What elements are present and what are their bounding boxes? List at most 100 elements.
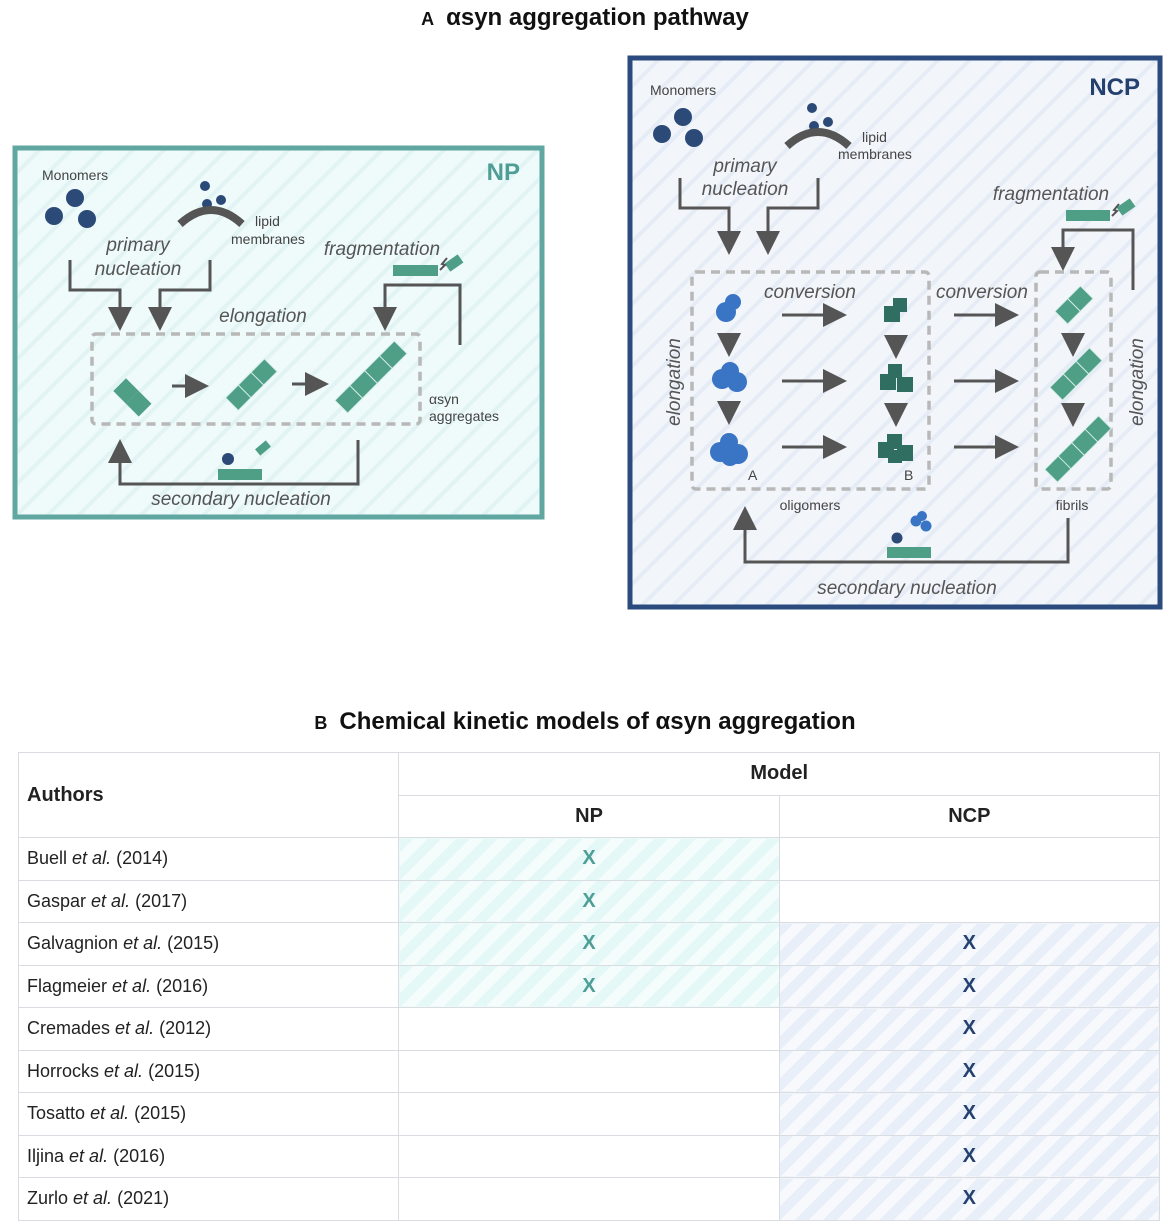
ncp-mark-cell: X	[778, 1177, 1161, 1221]
table-row: Buell et al. (2014)X	[17, 837, 1161, 881]
author-year: (2015)	[167, 933, 220, 954]
author-etal: et al.	[73, 1188, 113, 1209]
author-etal: et al.	[90, 1103, 130, 1124]
ncp-monomers-label: Monomers	[650, 82, 716, 98]
np-fragmentation-icon	[393, 254, 464, 276]
ncp-nucleation-label: nucleation	[702, 179, 789, 200]
ncp-label: NCP	[1089, 74, 1140, 101]
np-lipid-membrane-icon	[177, 181, 245, 228]
np-secondary-arrow	[108, 439, 360, 486]
ncp-fibril-3	[1044, 415, 1112, 483]
ncp-mark-cell	[778, 879, 1161, 923]
oligomer-b-2	[880, 364, 913, 392]
np-label: NP	[487, 159, 520, 186]
author-name: Galvagnion	[27, 933, 119, 954]
ncp-lipid-label: lipid	[862, 129, 887, 145]
np-monomers-icon	[45, 189, 96, 228]
np-fibril-2	[224, 358, 278, 412]
author-etal: et al.	[115, 1018, 155, 1039]
pathway-diagram: NP Monomers lipid membranes primary nucl…	[12, 55, 1163, 610]
author-cell: Tosatto et al. (2015)	[17, 1092, 400, 1136]
ncp-secondary-arrow	[733, 506, 1070, 564]
ncp-fragmentation-icon	[1066, 198, 1136, 221]
author-year: (2014)	[116, 848, 169, 869]
oligomer-b-1	[884, 298, 907, 322]
ncp-mark-cell	[778, 837, 1161, 881]
author-cell: Zurlo et al. (2021)	[17, 1177, 400, 1221]
author-year: (2016)	[156, 975, 209, 996]
table-row: Zurlo et al. (2021) X	[17, 1177, 1161, 1221]
ncp-membranes-label: membranes	[838, 146, 912, 162]
np-diagram: NP Monomers lipid membranes primary nucl…	[12, 145, 545, 520]
np-primary-arrow-right	[148, 260, 212, 331]
np-mark-cell	[398, 1177, 780, 1221]
ncp-mark-cell: X	[778, 964, 1161, 1008]
author-cell: Horrocks et al. (2015)	[17, 1049, 400, 1093]
ncp-conversion-label-1: conversion	[764, 282, 856, 303]
ncp-oligomers-label: oligomers	[780, 497, 841, 513]
author-name: Flagmeier	[27, 975, 108, 996]
np-lipid-label: lipid	[255, 213, 280, 229]
table-row: Horrocks et al. (2015) X	[17, 1049, 1161, 1093]
table-row: Gaspar et al. (2017)X	[17, 879, 1161, 923]
panel-a-heading: αsyn aggregation pathway	[446, 4, 749, 31]
model-header: Model	[398, 752, 1160, 796]
ncp-monomers-icon	[653, 108, 703, 147]
ncp-mark-cell: X	[778, 922, 1161, 966]
np-monomers-label: Monomers	[42, 167, 108, 183]
author-cell: Gaspar et al. (2017)	[17, 879, 400, 923]
np-fragmentation-label: fragmentation	[324, 239, 440, 260]
panel-b-heading: Chemical kinetic models of αsyn aggregat…	[339, 708, 856, 735]
np-mark-cell	[398, 1049, 780, 1093]
author-name: Buell	[27, 848, 68, 869]
np-mark-cell: X	[398, 879, 780, 923]
np-asyn-label: αsyn	[429, 391, 459, 407]
np-fragmentation-arrow	[373, 283, 462, 345]
np-mark-cell	[398, 1092, 780, 1136]
author-etal: et al.	[104, 1060, 144, 1081]
ncp-elongation-right-label: elongation	[1127, 338, 1148, 426]
np-fibril-3	[334, 340, 408, 414]
ncp-secondary-nucleation-icon	[887, 511, 932, 558]
table-header-row-2: NP NCP	[19, 794, 1161, 838]
oligomer-a-2	[712, 362, 747, 392]
ncp-elongation-left-label: elongation	[664, 338, 685, 426]
ncp-mark-cell: X	[778, 1049, 1161, 1093]
author-year: (2012)	[159, 1018, 212, 1039]
ncp-header: NCP	[778, 794, 1161, 838]
ncp-secondary-nucleation-label: secondary nucleation	[817, 578, 997, 599]
ncp-primary-arrow-left	[678, 178, 741, 255]
oligomer-a-3	[710, 433, 748, 466]
author-name: Horrocks	[27, 1060, 100, 1081]
np-mark-cell	[398, 1007, 780, 1051]
author-cell: Iljina et al. (2016)	[17, 1134, 400, 1178]
ncp-mark-cell: X	[778, 1092, 1161, 1136]
ncp-fibrils-label: fibrils	[1056, 497, 1089, 513]
oligomer-b-3	[878, 434, 913, 463]
ncp-fragmentation-label: fragmentation	[993, 184, 1109, 205]
ncp-fibril-1	[1054, 285, 1094, 325]
panel-a-letter: A	[421, 9, 435, 29]
author-name: Zurlo	[27, 1188, 69, 1209]
author-name: Iljina	[27, 1145, 65, 1166]
np-mark-cell: X	[398, 922, 780, 966]
panel-b-letter: B	[314, 713, 328, 733]
table-row: Tosatto et al. (2015) X	[17, 1092, 1161, 1136]
np-primary-arrow-left	[68, 260, 132, 331]
author-year: (2017)	[135, 890, 188, 911]
authors-header: Authors	[17, 752, 400, 838]
np-nucleation-label: nucleation	[95, 259, 182, 280]
models-table: Authors Model NP NCP Buell et al. (2014)…	[17, 752, 1161, 1221]
table-row: Iljina et al. (2016)X	[17, 1134, 1161, 1178]
np-primary-label: primary	[105, 235, 171, 256]
author-year: (2021)	[117, 1188, 170, 1209]
author-cell: Galvagnion et al. (2015)	[17, 922, 400, 966]
author-name: Cremades	[27, 1018, 111, 1039]
ncp-label-a: A	[748, 467, 758, 483]
np-mark-cell	[398, 1134, 780, 1178]
table-header-row-1: Authors Model	[17, 752, 1160, 838]
author-etal: et al.	[91, 890, 131, 911]
